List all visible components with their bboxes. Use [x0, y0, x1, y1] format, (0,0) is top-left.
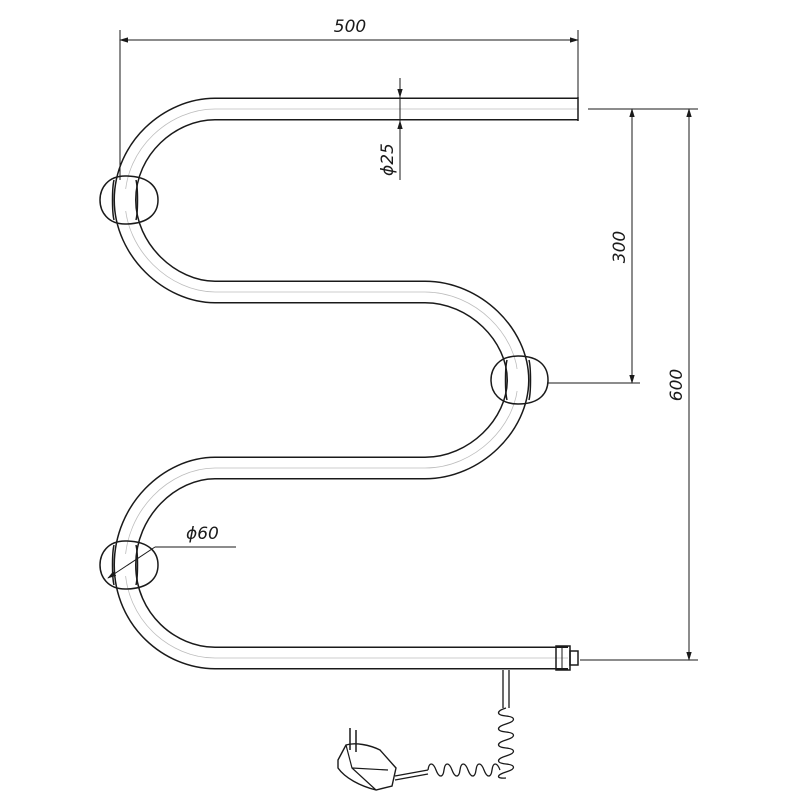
height-dimension-label: 600: [667, 369, 687, 401]
dimension-mount-diameter: ϕ60: [107, 524, 236, 579]
heater-element-end: [555, 645, 579, 671]
mount-diameter-label: ϕ60: [186, 524, 219, 544]
wall-mount-bottom: [99, 540, 159, 590]
dimension-width: 500: [119, 17, 579, 180]
wall-mount-middle: [490, 355, 549, 405]
dimension-pipe-diameter: ϕ25: [378, 78, 403, 180]
pipe-diameter-label: ϕ25: [378, 143, 398, 176]
width-dimension-label: 500: [334, 17, 366, 37]
dimension-pitch: 300: [548, 108, 640, 384]
power-plug: [337, 728, 397, 791]
pitch-dimension-label: 300: [610, 231, 630, 263]
power-cord: [394, 670, 515, 781]
coiled-cord-horizontal: [427, 763, 501, 777]
coiled-cord: [497, 707, 515, 779]
wall-mount-top: [99, 175, 159, 225]
dimension-height: 600: [580, 108, 698, 661]
